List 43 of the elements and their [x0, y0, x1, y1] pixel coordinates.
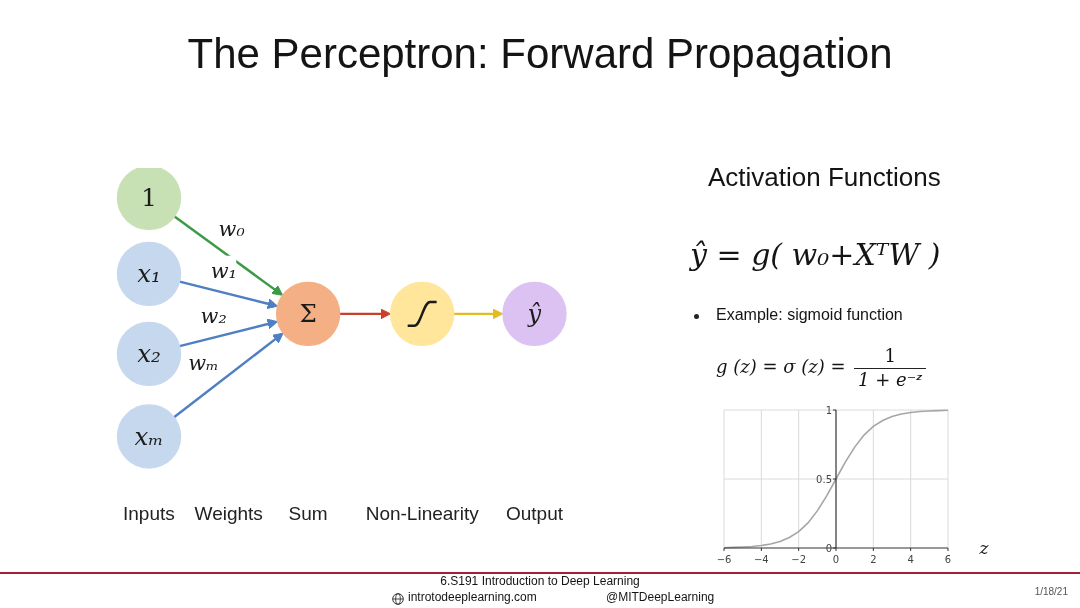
column-label: Sum	[288, 503, 328, 525]
website-link: introtodeeplearning.com	[408, 591, 537, 605]
tick-label: −4	[753, 554, 769, 565]
node-circle: x₁	[116, 241, 182, 307]
bullet-text: Example: sigmoid function	[716, 306, 903, 325]
slide-title: The Perceptron: Forward Propagation	[187, 30, 893, 79]
arrow	[179, 318, 278, 348]
arrow	[179, 280, 278, 309]
tick-label: 0	[832, 554, 840, 565]
edge-label: wₘ	[188, 350, 219, 376]
tick-label: −6	[716, 554, 732, 565]
node-circle: Σ	[275, 281, 341, 347]
tick-label: 6	[944, 554, 952, 565]
edge-label: w₁	[210, 258, 237, 283]
arrow	[173, 332, 284, 419]
social-handle: @MITDeepLearning	[606, 591, 715, 605]
column-label: Output	[506, 503, 564, 525]
tick-label: 2	[870, 554, 877, 565]
tick-label: −2	[791, 554, 807, 565]
arrow	[453, 308, 504, 320]
tick-label: 4	[907, 554, 914, 565]
edge-label: w₂	[200, 303, 227, 328]
node-circle: x₂	[116, 321, 182, 387]
tick-label: 0	[825, 542, 832, 554]
arrow	[173, 215, 284, 296]
slide-date: 1/18/21	[1034, 586, 1068, 598]
sigmoid-equation: g (z) = σ (z) =	[716, 357, 846, 378]
tick-label: 0.5	[816, 473, 832, 485]
node-circle	[389, 281, 455, 347]
column-label: Weights	[194, 503, 263, 525]
column-label: Inputs	[123, 503, 175, 525]
activation-equation: ŷ = g( w₀+XᵀW )	[690, 238, 941, 273]
edge-label: w₀	[218, 216, 245, 242]
column-label: Non-Linearity	[365, 503, 479, 525]
fraction-denominator: 1 + e⁻ᶻ	[858, 369, 923, 391]
tick-label: 1	[825, 404, 832, 416]
axis-label: z	[979, 538, 989, 558]
fraction-numerator: 1	[884, 345, 896, 367]
node-circle: 1	[116, 168, 182, 231]
panel-heading: Activation Functions	[708, 163, 941, 193]
node-circle: xₘ	[116, 404, 182, 469]
node-circle: ŷ	[502, 281, 567, 347]
course-title: 6.S191 Introduction to Deep Learning	[440, 575, 640, 589]
